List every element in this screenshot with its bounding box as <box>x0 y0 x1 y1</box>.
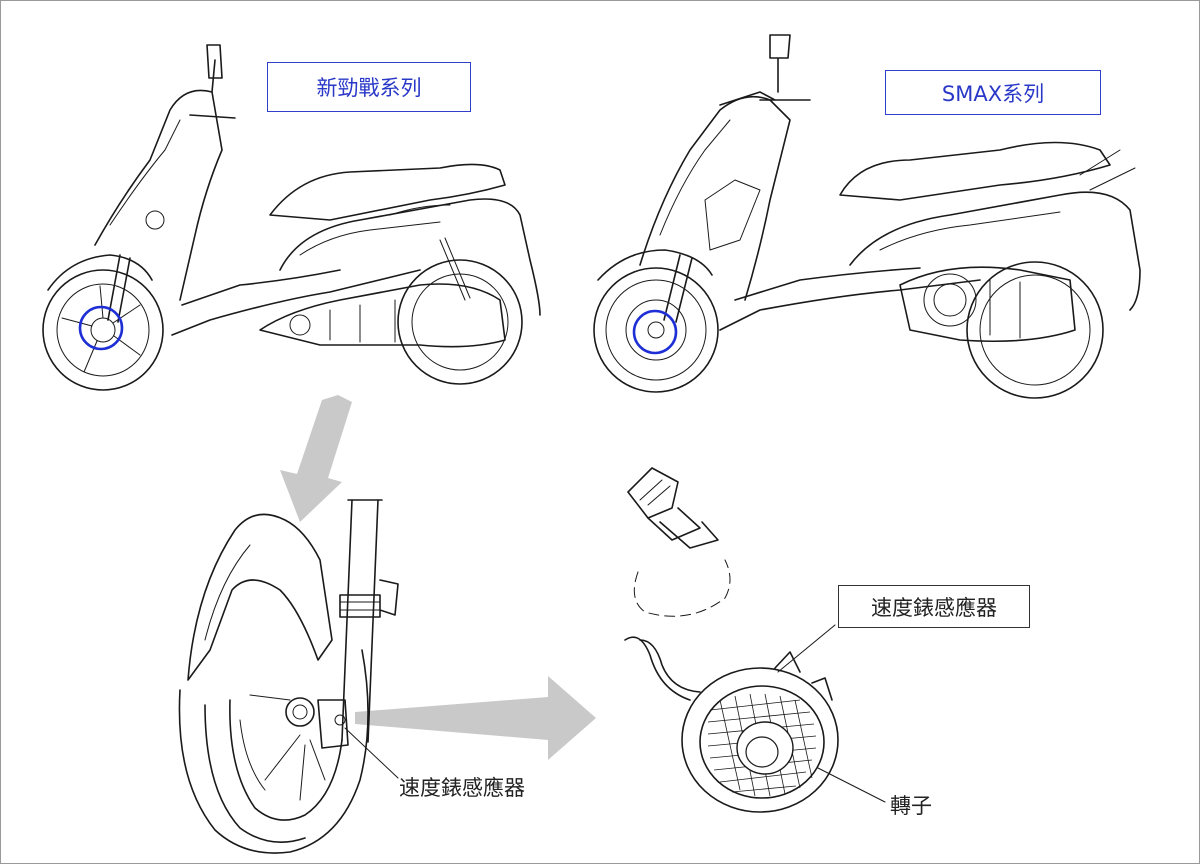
rotor-label: 轉子 <box>890 794 932 818</box>
front-wheel-closeup <box>178 499 399 854</box>
zoom-arrow-right <box>355 676 596 760</box>
scooter-left-drawing <box>42 44 541 391</box>
sensor-label-boxed: 速度錶感應器 <box>838 585 1030 628</box>
zoom-arrow-down <box>280 395 352 522</box>
sensor-label-left: 速度錶感應器 <box>399 776 525 800</box>
sensor-closeup <box>624 467 886 813</box>
model-label-right: SMAX系列 <box>885 70 1101 115</box>
scooter-right-drawing <box>593 34 1141 399</box>
model-label-left: 新勁戰系列 <box>267 62 471 112</box>
sensor-highlight-circle-left <box>78 305 124 351</box>
sensor-highlight-circle-right <box>632 309 678 355</box>
